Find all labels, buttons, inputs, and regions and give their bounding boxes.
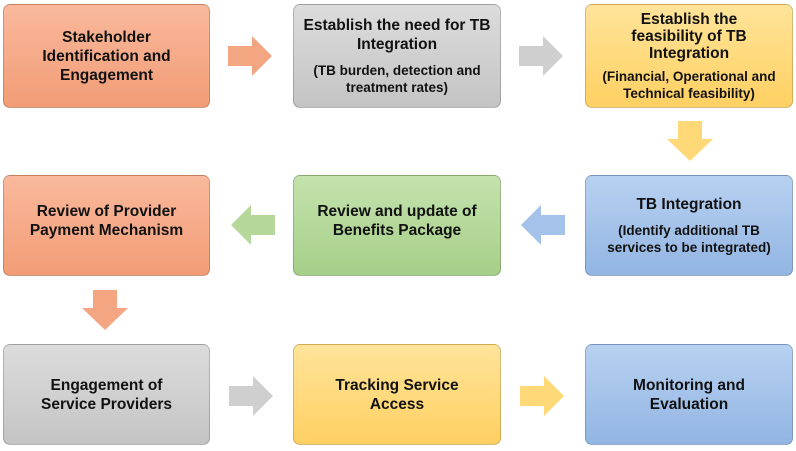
box-establish-need-title: Establish the need for TB Integration [303, 17, 491, 53]
box-establish-feasibility: Establish the feasibility of TB Integrat… [585, 4, 793, 108]
arrow-down-icon [82, 290, 128, 330]
box-tracking-access: Tracking Service Access [293, 344, 501, 445]
box-feasibility-sub: (Financial, Operational and Technical fe… [602, 68, 776, 101]
box-establish-need-sub: (TB burden, detection and treatment rate… [313, 63, 481, 95]
box-engagement-title: Engagement of Service Providers [41, 376, 172, 413]
box-engagement-providers: Engagement of Service Providers [3, 344, 210, 445]
box-review-benefits-title: Review and update of Benefits Package [317, 202, 477, 239]
box-feasibility-title: Establish the feasibility of TB Integrat… [631, 10, 747, 62]
box-monitoring-evaluation: Monitoring and Evaluation [585, 344, 793, 445]
arrow-right-icon [519, 36, 563, 76]
box-establish-need: Establish the need for TB Integration (T… [293, 4, 501, 108]
arrow-down-icon [667, 121, 713, 161]
box-review-benefits: Review and update of Benefits Package [293, 175, 501, 276]
box-tb-integration-sub: (Identify additional TB services to be i… [607, 223, 771, 255]
box-stakeholder-title: Stakeholder Identification and Engagemen… [42, 28, 171, 84]
arrow-right-icon [229, 376, 273, 416]
box-tracking-title: Tracking Service Access [335, 376, 459, 413]
arrow-right-icon [228, 36, 272, 76]
arrow-left-icon [521, 205, 565, 245]
box-review-payment: Review of Provider Payment Mechanism [3, 175, 210, 276]
box-tb-integration-title: TB Integration [636, 196, 742, 213]
box-tb-integration: TB Integration (Identify additional TB s… [585, 175, 793, 276]
arrow-left-icon [231, 205, 275, 245]
box-monitoring-title: Monitoring and Evaluation [633, 376, 745, 413]
box-review-payment-title: Review of Provider Payment Mechanism [29, 202, 184, 239]
arrow-right-icon [520, 376, 564, 416]
box-stakeholder-identification: Stakeholder Identification and Engagemen… [3, 4, 210, 108]
